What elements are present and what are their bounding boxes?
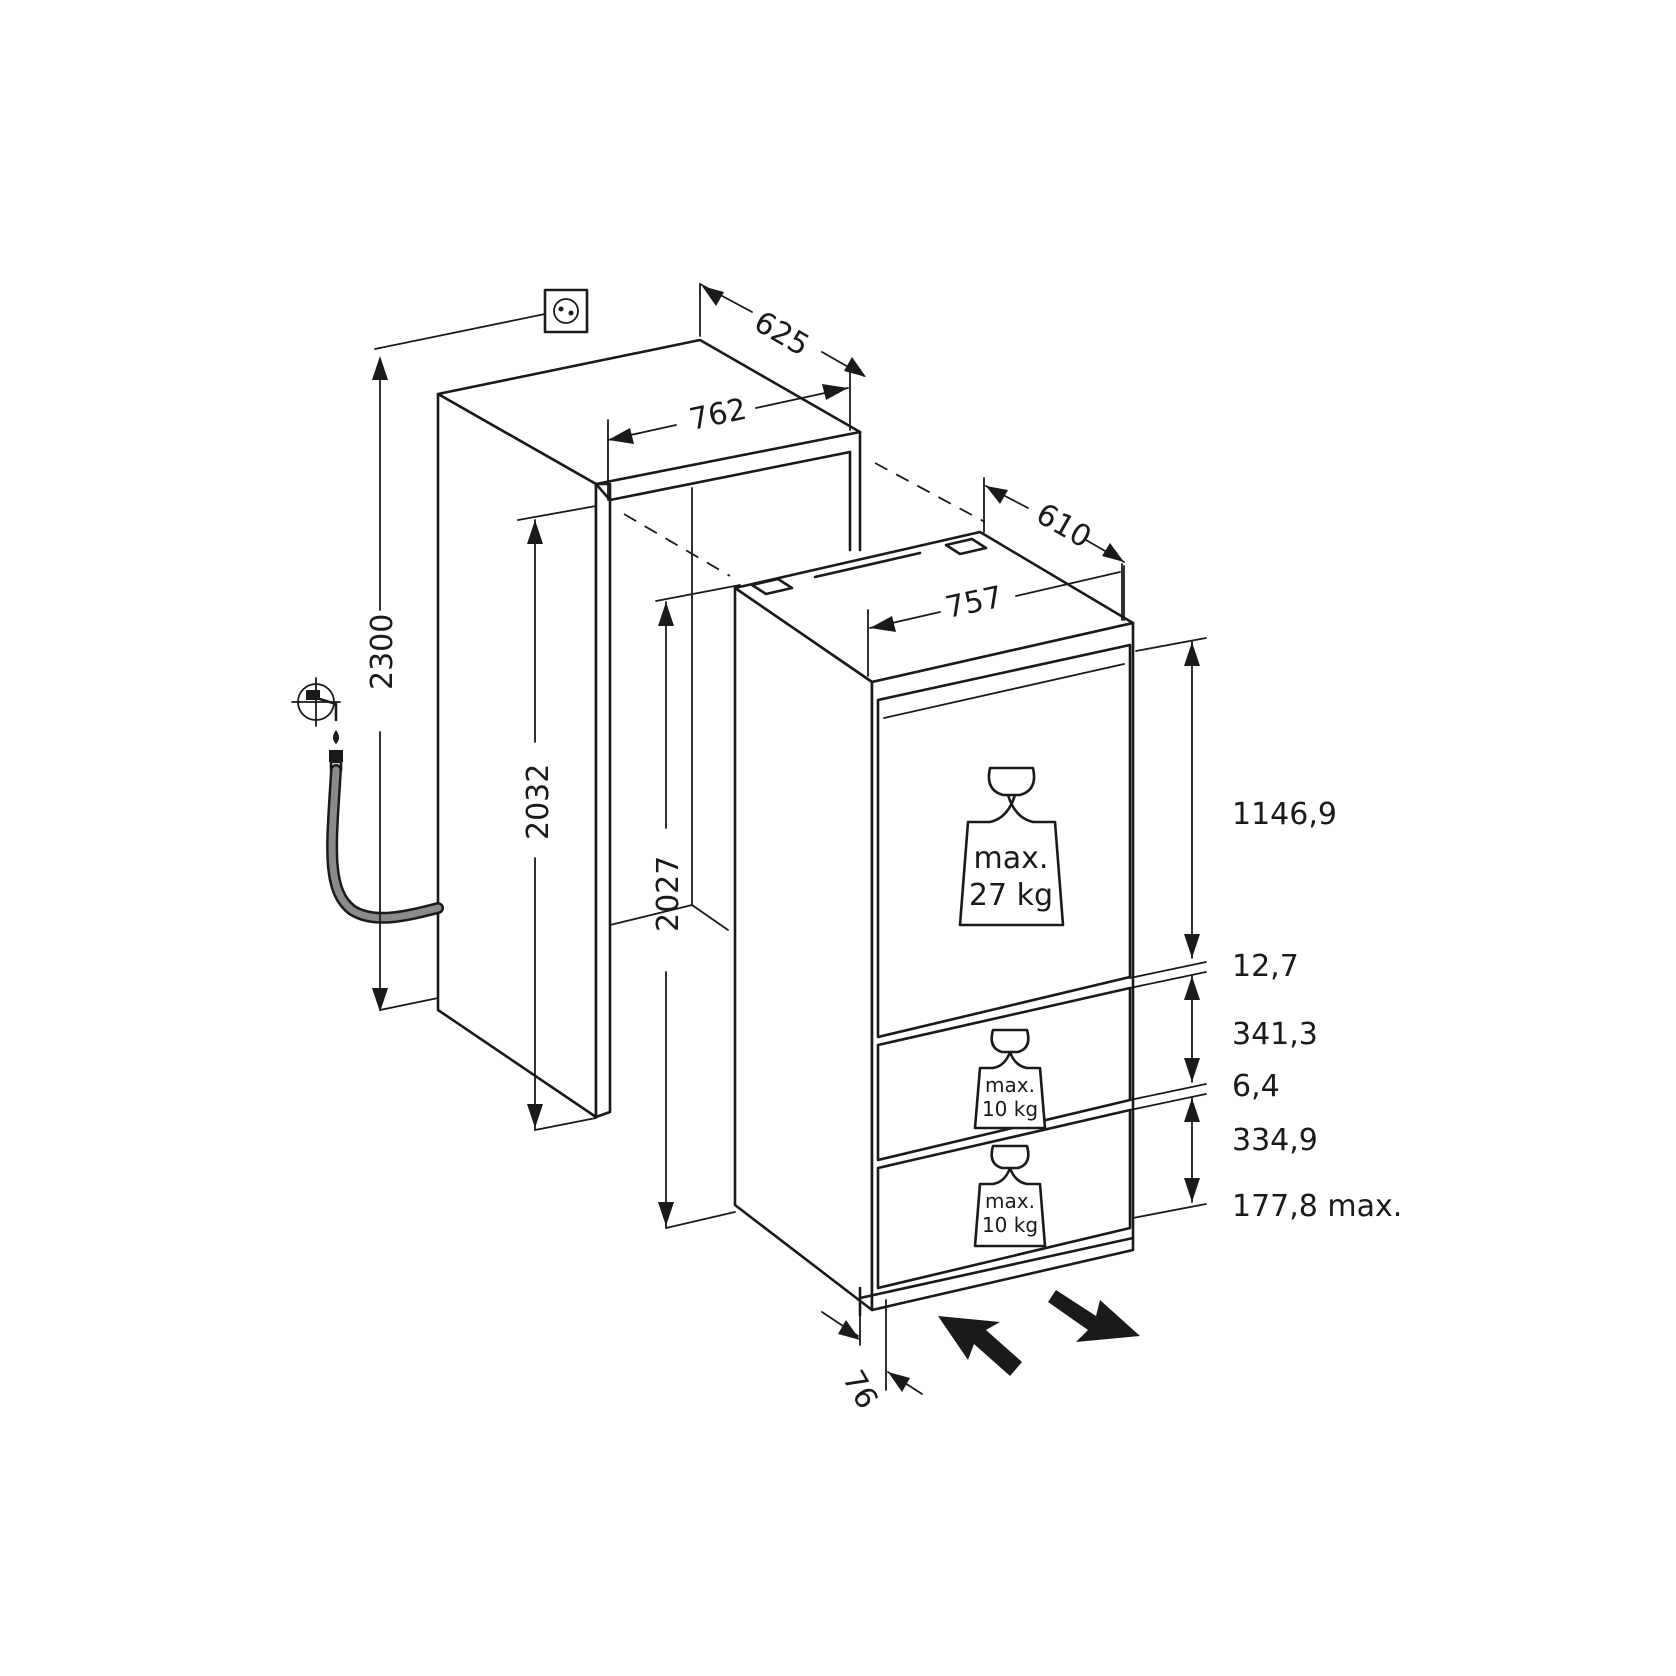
dim-334-label: 334,9: [1232, 1123, 1318, 1158]
drawer1-weight-line1: max.: [985, 1073, 1035, 1097]
weight-icon-drawer-lower: max. 10 kg: [973, 1144, 1047, 1248]
power-socket-icon: [543, 288, 589, 334]
dim-right-stack: 1146,9 12,7 341,3 6,4 334,9 177,8 max.: [1129, 637, 1402, 1224]
dim-610-label: 610: [1030, 497, 1097, 556]
dim-2032: 2032: [517, 505, 597, 1131]
dim-2027-label: 2027: [651, 856, 686, 932]
airflow-arrow-icon: [938, 1290, 1140, 1376]
door-weight-line2: 27 kg: [969, 878, 1053, 913]
dim-76-label: 76: [835, 1365, 884, 1416]
drawer2-weight-line1: max.: [985, 1189, 1035, 1213]
weight-icon-drawer-upper: max. 10 kg: [973, 1028, 1047, 1130]
dim-2027: 2027: [651, 584, 741, 1229]
dim-2300-label: 2300: [365, 614, 400, 690]
drawer2-weight-line2: 10 kg: [982, 1213, 1038, 1237]
niche-cabinet: [436, 338, 986, 1119]
door-weight-line1: max.: [974, 841, 1049, 876]
water-hose-icon: [326, 750, 444, 924]
dim-6-4-label: 6,4: [1232, 1069, 1280, 1104]
dim-12-7-label: 12,7: [1232, 949, 1299, 984]
water-tap-icon: [291, 677, 341, 744]
dim-76: 76: [821, 1299, 923, 1416]
dim-341-label: 341,3: [1232, 1017, 1318, 1052]
dim-1146-label: 1146,9: [1232, 797, 1337, 832]
weight-icon-door: max. 27 kg: [958, 766, 1065, 927]
drawer1-weight-line2: 10 kg: [982, 1097, 1038, 1121]
dim-2300: 2300: [365, 356, 439, 1012]
dim-177-label: 177,8 max.: [1232, 1189, 1402, 1224]
dim-2032-label: 2032: [521, 764, 556, 840]
dim-625-label: 625: [748, 305, 815, 364]
